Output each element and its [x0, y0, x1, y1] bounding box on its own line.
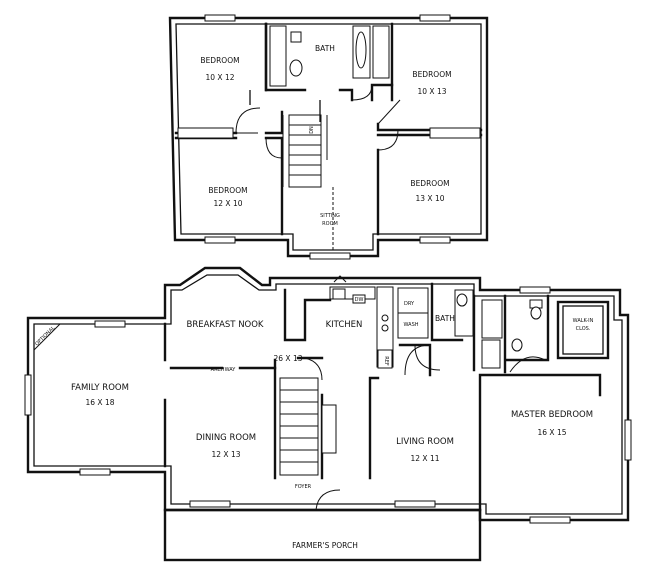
family-room-label: FAMILY ROOM — [71, 383, 129, 393]
window-main-s2 — [189, 500, 231, 508]
main-bath-wall — [398, 282, 476, 377]
main-floor: BREAKFAST NOOK KITCHEN 26 X 13 FAMILY RO… — [24, 266, 632, 562]
window-main-s3 — [394, 500, 436, 508]
door-arc-bedroom-sw — [265, 137, 283, 159]
kitchen-sink — [332, 288, 346, 300]
bedroom-nw-size: 10 X 12 — [206, 73, 235, 82]
window-main-s1 — [79, 468, 111, 476]
dining-room-size: 12 X 13 — [212, 450, 241, 459]
master-bedroom-label: MASTER BEDROOM — [511, 410, 593, 420]
living-room-size: 12 X 11 — [411, 454, 440, 463]
door-arc-bedroom-ne — [377, 99, 401, 125]
stair-rail — [282, 115, 328, 187]
optional-label: OPTIONAL — [34, 325, 56, 347]
stove-burner-2 — [381, 324, 389, 332]
kitchen-island — [283, 288, 332, 342]
main-bath-label: BATH — [435, 314, 455, 323]
bath-wall-upper — [264, 22, 394, 102]
refrigerator-label: REF — [383, 356, 389, 366]
kitchen-label: KITCHEN — [326, 320, 363, 330]
tub-drain — [355, 31, 367, 69]
dishwasher — [352, 294, 366, 304]
master-bedroom-size: 16 X 15 — [538, 428, 567, 437]
master-bath-toilet — [530, 306, 542, 320]
bedroom-sw-label: BEDROOM — [208, 186, 247, 195]
toilet-tank — [290, 31, 302, 43]
bedroom-se-label: BEDROOM — [410, 179, 449, 188]
window-main-s4 — [529, 516, 571, 524]
master-bedroom-wall — [478, 373, 602, 512]
dryer-label: DRY — [404, 301, 415, 307]
farmers-porch — [163, 508, 482, 562]
breakfast-nook-label: BREAKFAST NOOK — [186, 320, 263, 330]
walk-in-closet — [556, 300, 610, 360]
master-bath-vanity — [481, 339, 501, 369]
main-bath-toilet — [456, 293, 468, 307]
window-upper-n1 — [204, 14, 236, 22]
master-bath-tub — [481, 299, 503, 339]
toilet-bowl — [289, 59, 303, 77]
window-main-n2 — [519, 286, 551, 294]
bath-vanity — [269, 25, 287, 87]
bedroom-ne-size: 10 X 13 — [418, 87, 447, 96]
closet-nw — [177, 127, 234, 139]
window-upper-sitting — [309, 252, 351, 260]
foyer-label: FOYER — [295, 484, 312, 490]
upper-stair — [288, 114, 322, 188]
refrigerator — [377, 349, 393, 369]
optional-corner-line — [33, 323, 61, 351]
stair-dn-label: DN — [309, 126, 315, 134]
coat-closet — [321, 404, 337, 454]
door-arc-bath-upper — [351, 84, 373, 101]
kitchen-size: 26 X 13 — [274, 354, 303, 363]
walk-in-closet-label-1: WALK-IN — [573, 318, 594, 324]
main-stair-treads — [280, 389, 318, 463]
master-bath-wall — [503, 294, 550, 374]
window-upper-n2 — [419, 14, 451, 22]
dining-room-label: DINING ROOM — [196, 433, 256, 443]
door-arc-foyer-closet — [304, 357, 323, 381]
washer-label: WASH — [403, 322, 418, 328]
bedroom-sw-size: 12 X 10 — [214, 199, 243, 208]
front-door-arc — [315, 489, 341, 511]
upper-stair-treads — [289, 124, 321, 176]
window-upper-s2 — [419, 236, 451, 244]
upper-floor-inner-wall — [175, 23, 482, 251]
door-arc-master-bath — [509, 356, 546, 373]
main-floor-inner-wall — [33, 274, 623, 515]
window-main-w1 — [24, 374, 32, 416]
bath-upper-label: BATH — [315, 44, 335, 53]
hall-wall — [249, 90, 321, 122]
farmers-porch-label: FARMER'S PORCH — [292, 541, 358, 550]
window-upper-s1 — [204, 236, 236, 244]
main-floor-outer-wall — [26, 266, 630, 522]
upper-floor: BEDROOM 10 X 12 BATH BEDROOM 10 X 13 BED… — [168, 14, 489, 260]
living-room-label: LIVING ROOM — [396, 437, 454, 447]
tub-enclosure — [372, 25, 390, 79]
walk-in-closet-inner — [562, 305, 604, 355]
window-main-n1 — [94, 320, 126, 328]
door-arc-bedroom-nw — [235, 107, 261, 134]
archway-label: ARCHWAY — [211, 367, 237, 373]
master-bath-sink — [511, 338, 523, 352]
range-hood — [333, 275, 347, 283]
door-arc-main-bath — [404, 344, 441, 376]
dishwasher-label: DW — [355, 297, 364, 303]
living-room-wall — [368, 376, 380, 480]
stove-burner-1 — [381, 314, 389, 322]
family-room-size: 16 X 18 — [86, 398, 115, 407]
window-main-e1 — [624, 419, 632, 461]
bedroom-ne-label: BEDROOM — [412, 70, 451, 79]
sitting-room-label-1: SITTING — [320, 213, 340, 219]
bedroom-nw-label: BEDROOM — [200, 56, 239, 65]
closet-ne — [429, 127, 481, 139]
walk-in-closet-label-2: CLOS. — [576, 326, 591, 332]
door-arc-bedroom-se — [377, 129, 399, 151]
main-stair-wall — [273, 356, 324, 480]
sitting-room-label-2: ROOM — [322, 221, 338, 227]
bedroom-se-size: 13 X 10 — [416, 194, 445, 203]
